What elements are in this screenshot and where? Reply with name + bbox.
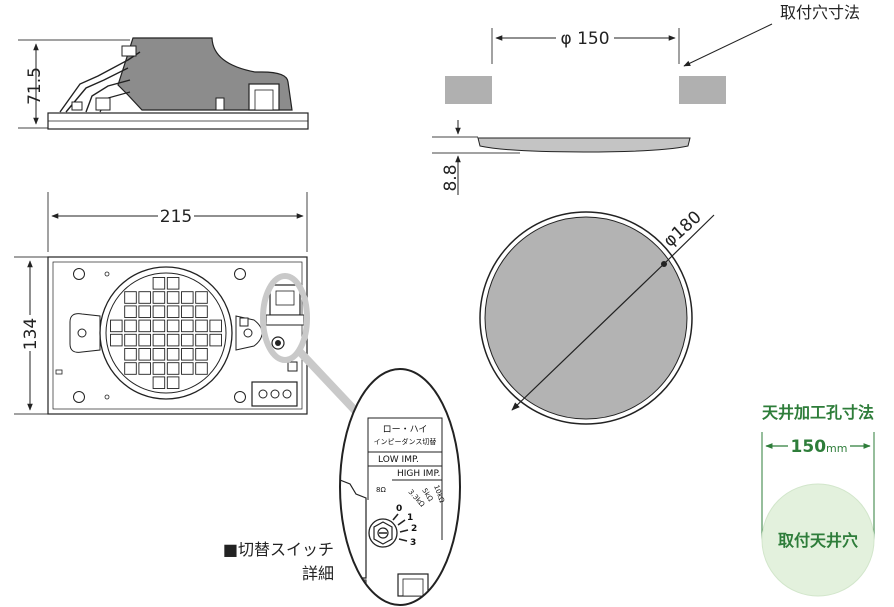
dial-number-2: 2	[411, 524, 417, 534]
grille-square	[166, 305, 180, 318]
grille-square	[138, 305, 151, 318]
grille-square	[166, 291, 180, 304]
grille-square	[152, 319, 166, 333]
grille-square	[166, 319, 180, 333]
ceiling-cutout: 天井加工孔寸法 150mm 取付天井穴	[761, 403, 875, 597]
high-imp-label: HIGH IMP.	[397, 469, 440, 479]
hole-view: φ 150 取付穴寸法 8.8	[432, 3, 860, 195]
grille-square	[181, 305, 194, 318]
front-view: 215 134	[14, 192, 310, 415]
ceiling-board-right	[679, 76, 726, 104]
side-height-label: 71.5	[25, 67, 45, 105]
hole-leader-line	[683, 23, 773, 67]
grille-square	[195, 333, 208, 347]
switch-detail-oval	[339, 368, 461, 606]
low-imp-label: LOW IMP.	[378, 455, 419, 465]
hole-dimension-label: φ 150	[560, 29, 609, 49]
cutout-title: 天井加工孔寸法	[762, 403, 874, 422]
hole-size-label: 取付穴寸法	[780, 3, 860, 22]
cutout-size-unit: mm	[826, 442, 847, 455]
grille-square	[138, 333, 151, 347]
grille-square	[152, 291, 166, 304]
switch-highlight-oval	[260, 273, 310, 363]
switch-caption-line2: 詳細	[302, 564, 334, 583]
dial-number-3: 3	[410, 538, 416, 548]
dial-number-1: 1	[407, 513, 413, 523]
grille-square	[181, 348, 194, 361]
thickness-label: 8.8	[441, 164, 461, 191]
side-view: 71.5	[18, 37, 309, 130]
grille-square	[152, 333, 166, 347]
grille-square	[138, 319, 151, 333]
grille-square	[195, 319, 208, 333]
grille-square	[166, 333, 180, 347]
ceiling-board-left	[445, 76, 492, 104]
switch-detail: ロー・ハイ インピーダンス切替 LOW IMP. HIGH IMP. 8Ω 3.…	[339, 368, 461, 606]
ohm-8-label: 8Ω	[376, 486, 386, 494]
grille-diameter-line	[511, 259, 669, 411]
grille-square	[181, 319, 194, 333]
grille-square	[166, 376, 180, 389]
grille-square	[166, 362, 180, 375]
grille-square	[124, 319, 137, 333]
front-height-label: 134	[21, 318, 41, 350]
grille-square	[166, 277, 180, 290]
grille-square	[166, 348, 180, 361]
grille-square	[152, 305, 166, 318]
grille-square	[124, 348, 137, 361]
grille-square	[195, 362, 208, 375]
grille-mesh-face	[484, 216, 688, 420]
dial-number-0: 0	[396, 504, 402, 514]
grille-square	[124, 362, 137, 375]
grille-square	[138, 348, 151, 361]
grille-square	[209, 319, 222, 333]
grille-square	[195, 348, 208, 361]
grille-square	[152, 376, 166, 389]
grille-square	[138, 362, 151, 375]
grille-square	[181, 291, 194, 304]
cutout-hole-label: 取付天井穴	[778, 531, 858, 550]
grille-square	[181, 362, 194, 375]
detail-callout-band	[297, 349, 367, 423]
grille-square	[209, 333, 222, 347]
grille-square	[110, 319, 123, 333]
grille-square	[124, 305, 137, 318]
grille-side-profile	[477, 137, 691, 153]
switch-title-line2: インピーダンス切替	[374, 437, 437, 446]
rotary-switch: 0 1 2 3	[368, 504, 417, 548]
grille-square	[110, 333, 123, 347]
front-grille	[99, 266, 233, 400]
grille-square	[152, 362, 166, 375]
switch-caption-line1: ■切替スイッチ	[223, 540, 334, 559]
cutout-size-text: 150mm	[791, 437, 848, 457]
grille-square	[138, 291, 151, 304]
grille-view: φ180	[479, 207, 715, 425]
front-width-label: 215	[160, 207, 192, 227]
cutout-size-value: 150	[791, 437, 827, 457]
grille-square	[195, 291, 208, 304]
grille-square	[152, 348, 166, 361]
switch-title-line1: ロー・ハイ	[383, 425, 428, 435]
grille-square	[124, 291, 137, 304]
grille-square	[181, 333, 194, 347]
grille-square	[195, 305, 208, 318]
grille-square	[152, 277, 166, 290]
cutout-circle	[761, 483, 875, 597]
grille-square	[124, 333, 137, 347]
